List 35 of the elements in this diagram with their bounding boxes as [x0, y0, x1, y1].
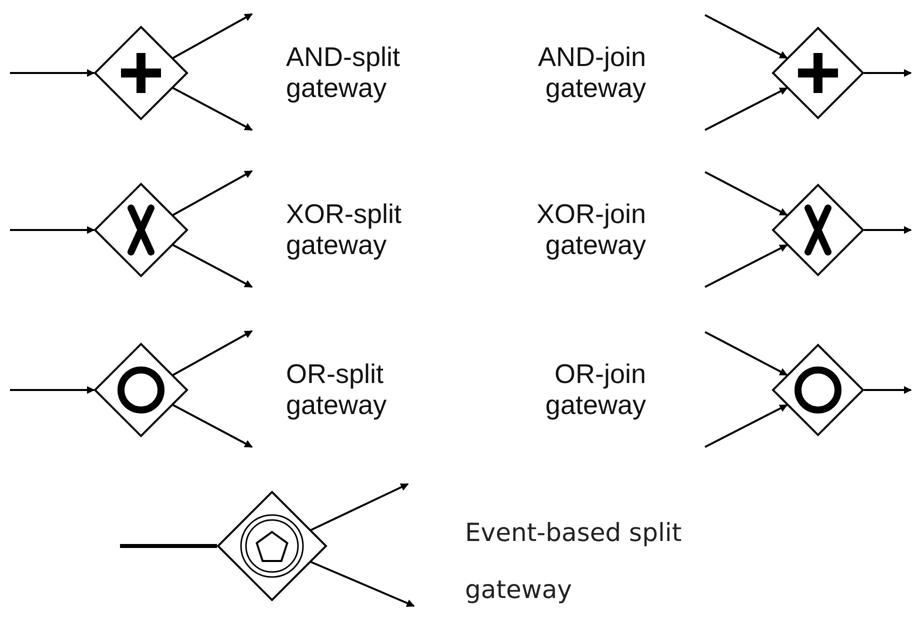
arrow	[172, 87, 253, 131]
gateway-label: Event-based split gateway	[465, 517, 683, 606]
arrow	[704, 331, 788, 376]
arrow	[704, 87, 788, 131]
arrow	[172, 404, 253, 448]
arrow	[704, 171, 788, 216]
gateway-label: AND-split gateway	[286, 42, 402, 104]
arrow	[704, 14, 788, 59]
gateway-label: AND-join gateway	[536, 42, 646, 104]
arrow	[10, 386, 95, 394]
gateway-diamond	[94, 183, 188, 277]
arrow	[310, 483, 409, 531]
gateway-diamond	[94, 343, 188, 437]
arrow	[704, 244, 788, 288]
arrow	[310, 561, 415, 607]
gateway-label: XOR-join gateway	[535, 199, 646, 261]
gateway-diamond	[772, 344, 864, 436]
gateway-diamond	[94, 26, 188, 120]
gateway-diamond	[217, 491, 327, 601]
arrow	[864, 226, 912, 234]
arrow	[864, 69, 912, 77]
arrow	[704, 404, 788, 448]
gateway-label: OR-join gateway	[544, 359, 646, 421]
arrow	[172, 13, 253, 59]
gateway-label: XOR-split gateway	[286, 199, 403, 261]
arrow	[172, 244, 253, 288]
arrow	[864, 386, 912, 394]
arrow	[10, 69, 95, 77]
arrow	[10, 226, 95, 234]
arrow	[172, 330, 253, 376]
gateway-label: OR-split gateway	[286, 359, 388, 421]
gateway-diamond	[772, 184, 864, 276]
connector-line	[120, 544, 217, 548]
gateway-diamond	[772, 27, 864, 119]
arrow	[172, 170, 253, 216]
